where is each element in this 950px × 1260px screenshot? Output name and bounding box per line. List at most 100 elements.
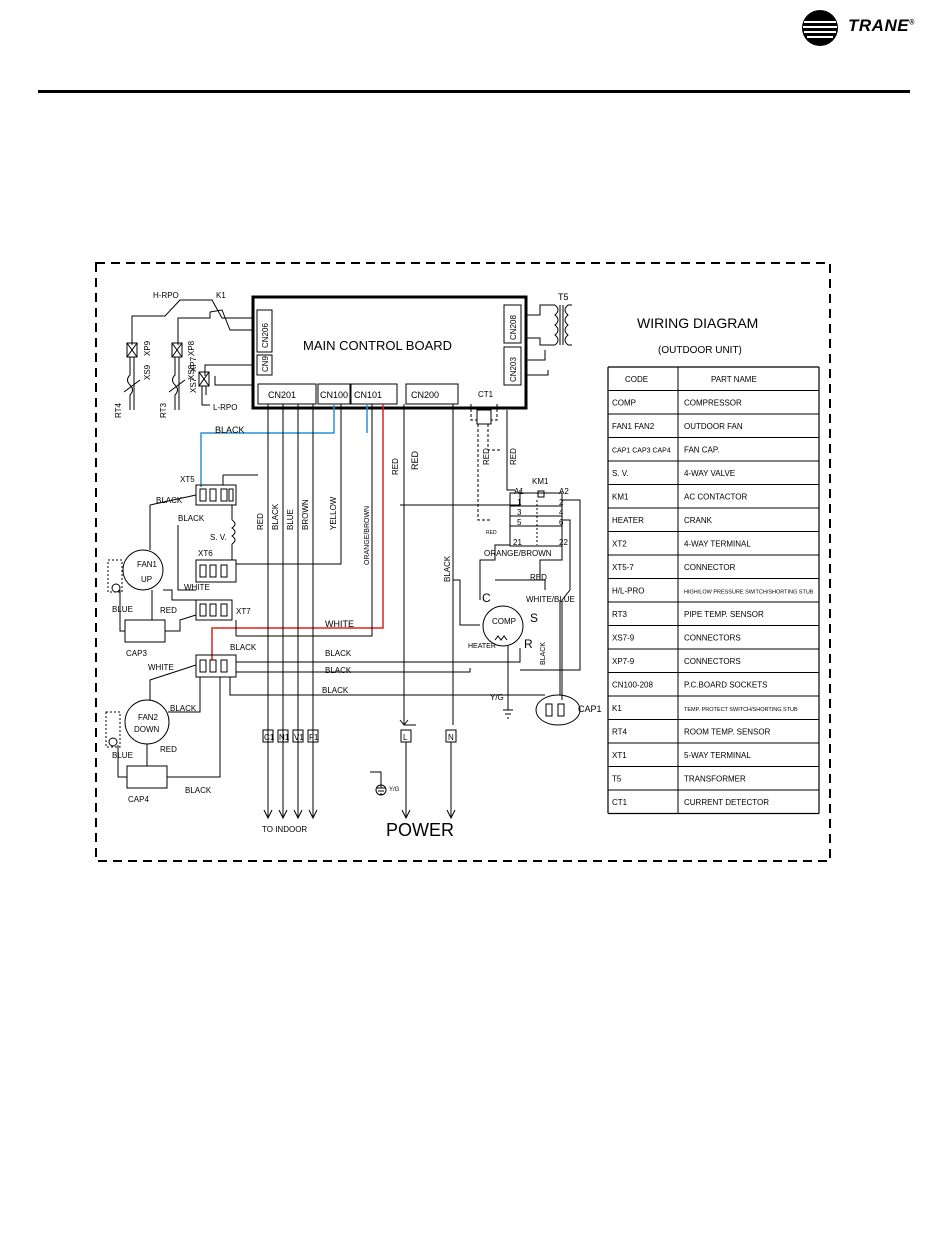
- label-km-2: 2: [559, 498, 564, 507]
- wire-label-v-orange-brown: ORANGE/BROWN: [364, 506, 371, 565]
- legend-part-name: CONNECTORS: [684, 657, 741, 666]
- wire-label-v-red-ct2: RED: [509, 448, 518, 465]
- wire-label-white-blue: WHITE/BLUE: [526, 595, 575, 604]
- label-km-6: 6: [559, 518, 564, 527]
- fan2-motor: [105, 699, 170, 748]
- legend-header-part-name: PART NAME: [711, 375, 757, 384]
- label-k1: K1: [216, 291, 226, 300]
- socket-cn208: CN208: [509, 315, 518, 340]
- wire-label-black-xt: BLACK: [230, 643, 257, 652]
- label-km-22: 22: [559, 538, 568, 547]
- legend-code: K1: [612, 704, 622, 713]
- legend-part-name: CRANK: [684, 516, 713, 525]
- comp-wiring: [503, 600, 561, 719]
- legend-part-name: COMPRESSOR: [684, 399, 742, 408]
- wire-label-white-main: WHITE: [325, 619, 354, 629]
- current-detector-ct1: [470, 404, 500, 521]
- wire-label-red-small: RED: [486, 530, 497, 536]
- label-fan1-dir: UP: [141, 575, 152, 584]
- legend-code: XT2: [612, 540, 627, 549]
- legend-part-name: AC CONTACTOR: [684, 493, 747, 502]
- terminal-c1: C1: [264, 733, 275, 742]
- legend-code: CAP1 CAP3 CAP4: [612, 448, 671, 455]
- socket-cn9: CN9: [261, 355, 270, 372]
- legend-code: XP7-9: [612, 657, 635, 666]
- label-c: C: [482, 591, 491, 605]
- wire-label-v-red-ct1: RED: [482, 448, 491, 465]
- legend-part-name: PIPE TEMP. SENSOR: [684, 610, 764, 619]
- label-power: POWER: [386, 820, 454, 840]
- label-cap3: CAP3: [126, 649, 147, 658]
- board-label: MAIN CONTROL BOARD: [303, 338, 452, 353]
- connector-xt7: [195, 599, 233, 621]
- cap3: [124, 619, 166, 643]
- legend-code: COMP: [612, 399, 636, 408]
- label-ct1: CT1: [478, 390, 494, 399]
- label-comp: COMP: [492, 617, 516, 626]
- legend-code: XT1: [612, 751, 627, 760]
- wire-label-black-comp: BLACK: [540, 642, 547, 665]
- label-l-rpo: L-RPO: [213, 403, 237, 412]
- wire-label-h-orange-brown: ORANGE/BROWN: [484, 549, 552, 558]
- label-fan2: FAN2: [138, 713, 159, 722]
- wire-label-black-xt5-1: BLACK: [156, 496, 183, 505]
- wire-label-v-red2: RED: [391, 458, 400, 475]
- wire-label-black-3: BLACK: [322, 686, 349, 695]
- label-km-4: 4: [559, 508, 564, 517]
- label-a2: A2: [559, 487, 569, 496]
- socket-cn206: CN206: [261, 323, 270, 348]
- label-fan1: FAN1: [137, 560, 158, 569]
- wire-ct-red: [506, 410, 515, 491]
- label-t5: T5: [558, 292, 569, 302]
- label-xp8: XP8: [187, 340, 196, 356]
- label-km-3: 3: [517, 508, 522, 517]
- main-wiring: [229, 404, 546, 726]
- connector-xt6: [195, 559, 237, 583]
- label-rt3: RT3: [159, 402, 168, 418]
- socket-cn201: CN201: [268, 390, 296, 400]
- fan1-motor: [107, 549, 164, 593]
- label-xt7: XT7: [236, 607, 251, 616]
- socket-cn203: CN203: [509, 357, 518, 382]
- wire-label-black-xt5-2: BLACK: [178, 514, 205, 523]
- label-rt4: RT4: [114, 402, 123, 418]
- legend-part-name: OUTDOOR FAN: [684, 422, 743, 431]
- legend-code: RT4: [612, 728, 628, 737]
- terminal-l: L: [403, 733, 408, 742]
- sensor-cluster: [123, 299, 253, 410]
- legend-part-name: CONNECTOR: [684, 563, 736, 572]
- legend-code: HEATER: [612, 516, 644, 525]
- sv-coil: [231, 519, 236, 545]
- label-s: S: [530, 611, 538, 625]
- label-xs8: XS8: [187, 364, 196, 380]
- label-xt5: XT5: [180, 475, 195, 484]
- legend-code: H/L-PRO: [612, 587, 644, 596]
- wire-label-h-red: RED: [530, 573, 547, 582]
- indoor-terminals: [262, 729, 319, 743]
- wire-label-white-fan2: WHITE: [148, 663, 174, 672]
- label-km-5: 5: [517, 518, 522, 527]
- socket-cn101: CN101: [354, 390, 382, 400]
- wire-label-v-red3: RED: [410, 450, 420, 470]
- label-km1: KM1: [532, 477, 549, 486]
- connector-xt5: [195, 484, 237, 506]
- wire-label-v-blue: BLUE: [286, 509, 295, 530]
- wire-label-v-brown: BROWN: [301, 499, 310, 530]
- label-xs7: XS7: [189, 377, 198, 393]
- label-xp9: XP9: [143, 340, 152, 356]
- legend-code: T5: [612, 775, 622, 784]
- km1-wiring: [479, 499, 581, 700]
- trane-logo-icon: [802, 10, 838, 46]
- legend-part-name: 5-WAY TERMINAL: [684, 751, 751, 760]
- transformer-t5: [526, 304, 572, 376]
- compressor: [482, 605, 524, 647]
- wire-label-v-red: RED: [256, 513, 265, 530]
- cap4: [126, 765, 168, 789]
- legend-part-name: CONNECTORS: [684, 634, 741, 643]
- cap1: [535, 694, 581, 726]
- indoor-wiring: [235, 404, 373, 820]
- legend-part-name: 4-WAY TERMINAL: [684, 540, 751, 549]
- legend-code: XT5-7: [612, 563, 634, 572]
- label-fan2-dir: DOWN: [134, 725, 160, 734]
